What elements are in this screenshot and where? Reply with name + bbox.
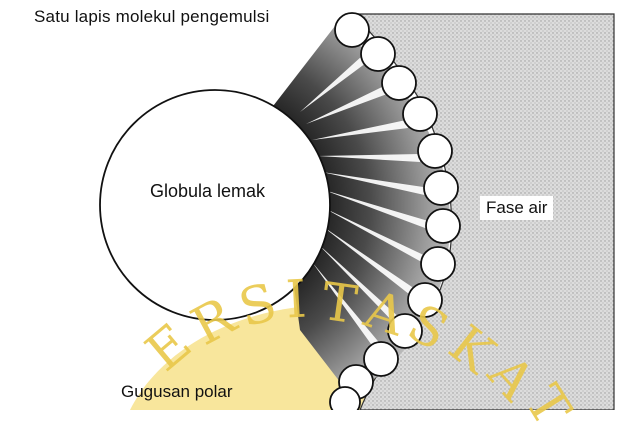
monolayer-label: Satu lapis molekul pengemulsi (34, 7, 269, 27)
fat-globule-label: Globula lemak (150, 181, 265, 202)
polar-group-label: Gugusan polar (121, 382, 233, 402)
water-phase-label: Fase air (480, 196, 553, 220)
watermark-letter: I (284, 270, 308, 331)
